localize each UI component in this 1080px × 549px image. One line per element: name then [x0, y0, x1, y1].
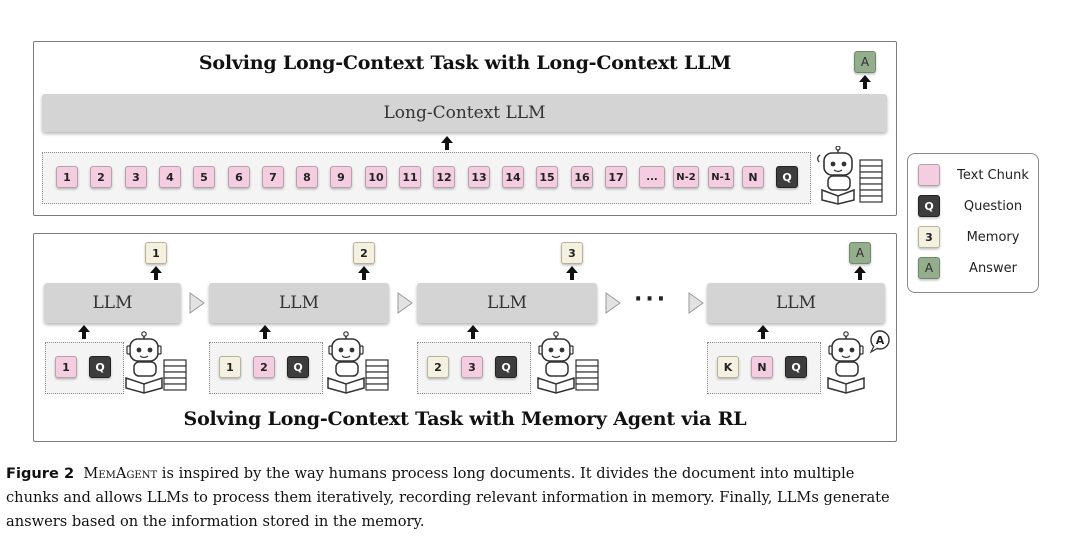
- legend-label: Text Chunk: [957, 168, 1029, 183]
- reading-robot-icon: [537, 331, 599, 394]
- bottom-panel-title: Solving Long-Context Task with Memory Ag…: [183, 408, 747, 430]
- up-arrow-icon: [854, 266, 866, 280]
- top-panel-title: Solving Long-Context Task with Long-Cont…: [198, 52, 732, 74]
- method-name: MemAgent: [83, 465, 158, 482]
- legend-item-text-chunk: Text Chunk: [918, 164, 1036, 188]
- memory-chip: 1: [145, 242, 167, 264]
- legend-label: Answer: [969, 261, 1017, 276]
- reading-robot-icon: [125, 331, 187, 394]
- memory-swatch: 3: [918, 226, 940, 248]
- up-arrow-icon: [259, 325, 271, 339]
- text-chunk-chip: 1: [56, 166, 78, 188]
- question-swatch: Q: [918, 195, 940, 217]
- reading-robot-icon: [327, 331, 389, 394]
- caption-text: chunks and allows LLMs to process them i…: [6, 489, 890, 506]
- text-chunk-chip: 15: [536, 166, 558, 188]
- answer-bubble-text: A: [876, 334, 885, 347]
- legend-item-memory: 3 Memory: [918, 226, 1036, 250]
- text-chunk-chip: 5: [193, 166, 215, 188]
- legend: Text Chunk Q Question 3 Memory A Answer: [907, 153, 1039, 293]
- text-chunk-chip: 9: [330, 166, 352, 188]
- long-context-llm-panel: Solving Long-Context Task with Long-Cont…: [33, 41, 897, 216]
- llm-block: LLM: [417, 283, 597, 323]
- up-arrow-icon: [467, 325, 479, 339]
- flow-arrow-icon: [688, 292, 704, 314]
- question-chip: Q: [776, 166, 798, 188]
- text-chunk-chip: 7: [262, 166, 284, 188]
- answer-swatch: A: [918, 257, 940, 279]
- memory-chip: 1: [219, 356, 241, 378]
- memory-chip: 2: [353, 242, 375, 264]
- question-chip: Q: [785, 356, 807, 378]
- text-chunk-chip: N: [742, 166, 764, 188]
- text-chunk-chip: 12: [433, 166, 455, 188]
- text-chunk-chip: ...: [639, 166, 665, 188]
- caption-text: answers based on the information stored …: [6, 513, 425, 530]
- flow-arrow-icon: [397, 292, 413, 314]
- up-arrow-icon: [358, 266, 370, 280]
- text-chunk-swatch: [918, 164, 940, 186]
- llm-block: LLM: [209, 283, 389, 323]
- text-chunk-chip: 2: [90, 166, 112, 188]
- top-answer-chip: A: [854, 51, 876, 73]
- memory-agent-panel: ··· Solving Long-Context Task with Memor…: [33, 233, 897, 442]
- text-chunk-chip: 3: [461, 356, 483, 378]
- llm-block: LLM: [44, 283, 181, 323]
- up-arrow-icon: [566, 266, 578, 280]
- text-chunk-chip: N-1: [708, 166, 734, 188]
- text-chunk-chip: 8: [296, 166, 318, 188]
- flow-arrow-icon: [189, 292, 205, 314]
- question-chip: Q: [495, 356, 517, 378]
- figure-label: Figure 2: [6, 465, 75, 482]
- reading-robot-icon: [817, 146, 883, 205]
- text-chunk-chip: 17: [605, 166, 627, 188]
- llm-block: LLM: [707, 283, 885, 323]
- ellipsis-mark: ···: [634, 287, 669, 312]
- text-chunk-chip: N-2: [673, 166, 699, 188]
- legend-label: Memory: [966, 230, 1020, 245]
- text-chunk-chip: 2: [253, 356, 275, 378]
- text-chunk-chip: 6: [228, 166, 250, 188]
- text-chunk-chip: 1: [55, 356, 77, 378]
- memory-chip: K: [717, 356, 739, 378]
- up-arrow-icon: [757, 325, 769, 339]
- text-chunk-chip: 11: [399, 166, 421, 188]
- text-chunk-chip: 14: [502, 166, 524, 188]
- text-chunk-chip: 10: [365, 166, 387, 188]
- figure-caption: Figure 2 MemAgent is inspired by the way…: [6, 462, 1072, 534]
- up-arrow-icon: [859, 75, 871, 89]
- text-chunk-chip: 16: [571, 166, 593, 188]
- up-arrow-icon: [441, 136, 453, 150]
- flow-arrow-icon: [605, 292, 621, 314]
- text-chunk-chip: N: [751, 356, 773, 378]
- question-chip: Q: [287, 356, 309, 378]
- legend-label: Question: [963, 199, 1023, 214]
- text-chunk-chip: 13: [468, 166, 490, 188]
- memory-chip: 2: [427, 356, 449, 378]
- text-chunk-chip: 3: [125, 166, 147, 188]
- up-arrow-icon: [77, 325, 90, 339]
- caption-text: is inspired by the way humans process lo…: [157, 465, 855, 482]
- text-chunk-chip: 4: [159, 166, 181, 188]
- legend-item-question: Q Question: [918, 195, 1036, 219]
- up-arrow-icon: [150, 266, 162, 280]
- legend-item-answer: A Answer: [918, 257, 1036, 281]
- reading-robot-icon: A: [827, 330, 890, 394]
- long-context-llm-block: Long-Context LLM: [42, 94, 887, 132]
- memory-chip: 3: [561, 242, 583, 264]
- answer-chip: A: [849, 242, 871, 264]
- question-chip: Q: [89, 356, 111, 378]
